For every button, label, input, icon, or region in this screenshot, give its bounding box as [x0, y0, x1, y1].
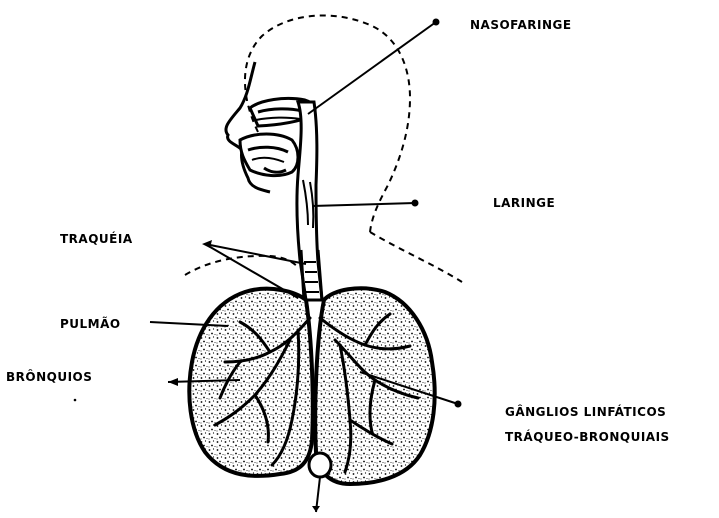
label-ganglios-line1: GÂNGLIOS LINFÁTICOS: [505, 405, 666, 419]
neck-outline-right: [370, 232, 462, 282]
left-lung: [189, 289, 312, 476]
label-pulmao: PULMÃO: [60, 317, 121, 331]
label-laringe: LARINGE: [493, 196, 555, 210]
label-bronquios: BRÔNQUIOS: [6, 370, 92, 384]
label-nasofaringe: NASOFARINGE: [470, 18, 572, 32]
leader-nasofaringe: [308, 22, 436, 114]
leader-laringe: [312, 203, 415, 206]
label-traqueia: TRAQUÉIA: [60, 232, 133, 246]
lymph-node: [309, 453, 331, 477]
label-ganglios-line2: TRÁQUEO-BRONQUIAIS: [505, 430, 670, 444]
right-lung: [315, 288, 434, 484]
